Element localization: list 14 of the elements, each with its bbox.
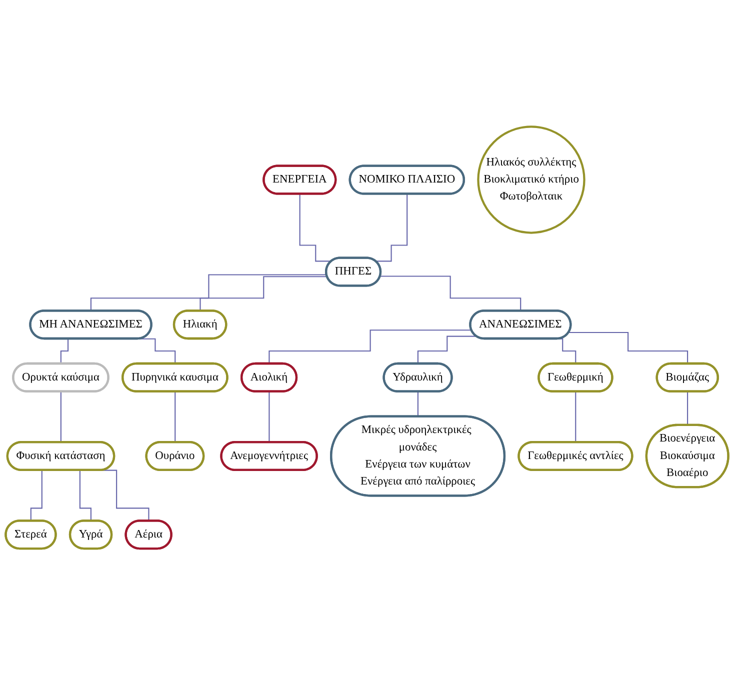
connector	[60, 391, 62, 443]
connector	[200, 276, 328, 312]
connector	[575, 391, 576, 443]
connector	[687, 391, 688, 426]
connector	[376, 193, 408, 262]
connector	[90, 274, 327, 312]
node-circle: Ηλιακός συλλέκτης Βιοκλιματικό κτήριο Φωτοβολταικ	[477, 126, 586, 234]
connector	[380, 276, 522, 312]
connector	[417, 391, 419, 418]
connector	[417, 336, 476, 364]
connector	[568, 332, 688, 364]
connector	[268, 391, 270, 443]
connector	[268, 329, 472, 364]
connector	[174, 391, 176, 443]
